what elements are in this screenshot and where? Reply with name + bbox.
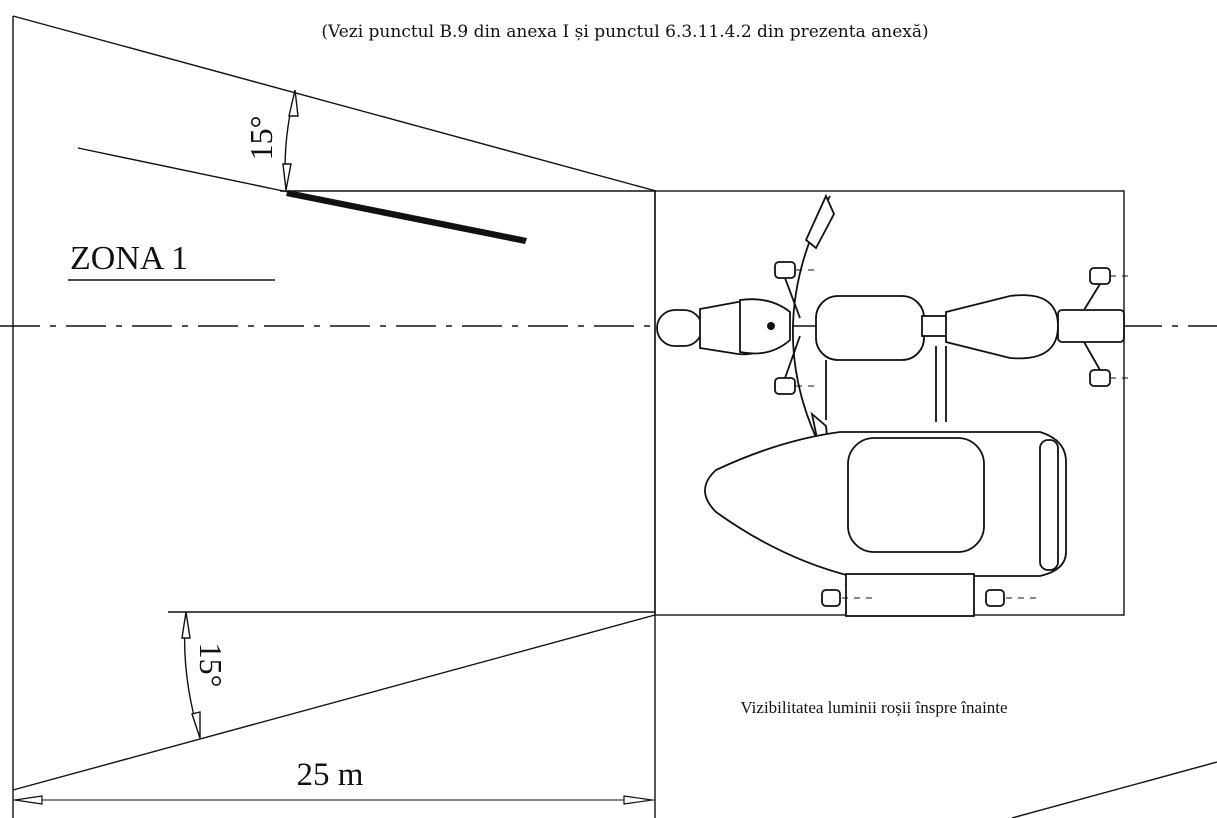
rear-wheel — [1057, 309, 1125, 343]
front-lamp-arm-top — [784, 277, 801, 319]
sidecar-seat — [847, 437, 985, 553]
mirror-top — [804, 193, 836, 250]
fuel-tank — [815, 295, 925, 361]
lower-zone-boundary — [12, 614, 656, 791]
rear-lamp-top — [1089, 267, 1111, 285]
upper-arc-arrow-bottom — [282, 163, 292, 191]
lower-arc-arrow-top — [181, 611, 191, 639]
zone-label: ZONA 1 — [70, 240, 188, 277]
upper-angle-label: 15° — [243, 116, 279, 161]
rear-lamp-bottom — [1089, 369, 1111, 387]
rear-lamp-arm-bottom — [1083, 341, 1101, 371]
front-lamp-arm-bottom — [784, 335, 801, 379]
bottom-right-diagonal — [1011, 761, 1217, 818]
distance-arrow-left — [14, 795, 43, 805]
upper-arc-arrow-top — [288, 89, 299, 117]
sidecar-lamp-right — [985, 589, 1005, 607]
rider-helmet — [739, 298, 791, 355]
sidecar-nose — [1039, 439, 1059, 571]
upper-reference-bar — [286, 190, 527, 244]
reference-caption: (Vezi punctul B.9 din anexa I și punctul… — [321, 22, 928, 42]
motorcycle-sidecar-drawing — [656, 193, 1130, 617]
lower-arc-arrow-bottom — [191, 711, 201, 739]
rear-lamp-arm-top — [1083, 283, 1101, 311]
sidecar-lamp-left — [821, 589, 841, 607]
front-lamp-top-left — [774, 261, 796, 279]
rear-seat — [945, 294, 1059, 360]
distance-arrow-right — [623, 795, 653, 805]
sidecar-wheel — [845, 573, 975, 617]
lower-angle-label: 15° — [193, 643, 229, 688]
upper-zone-boundary — [12, 15, 657, 192]
upper-reference-line — [77, 147, 289, 193]
distance-label: 25 m — [297, 757, 364, 793]
front-lamp-bottom-left — [774, 377, 796, 395]
visibility-note: Vizibilitatea luminii roșii înspre înain… — [740, 698, 1007, 717]
rider-head-dot — [767, 322, 775, 330]
frame-neck — [921, 315, 949, 337]
front-wheel — [656, 309, 703, 347]
